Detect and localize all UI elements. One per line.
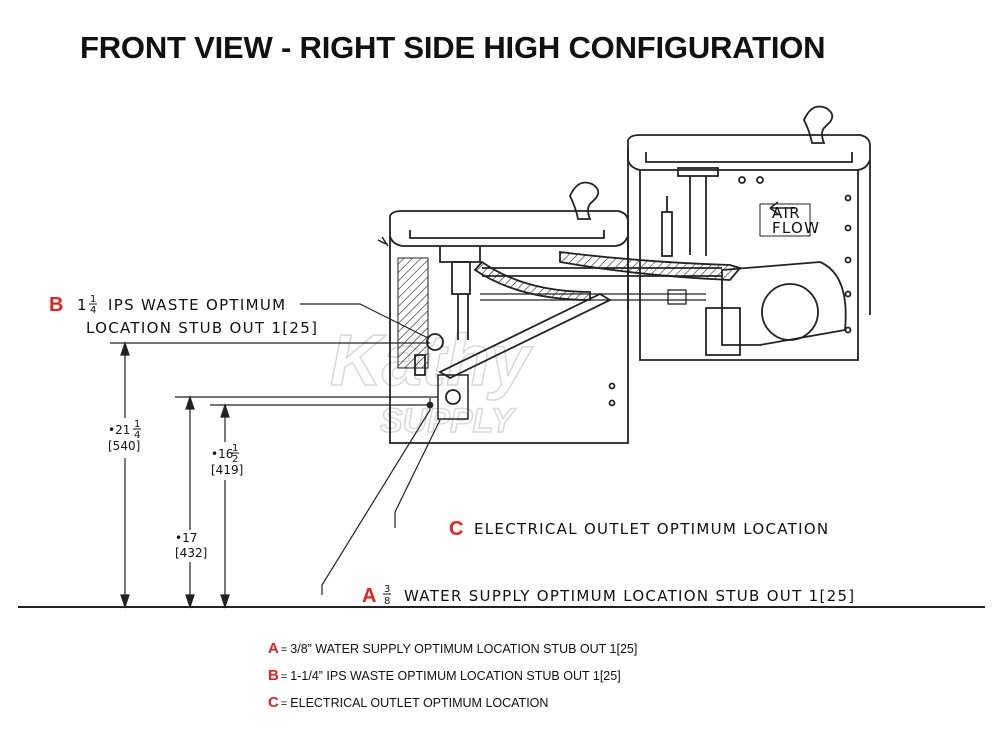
air-flow-label-1: AIR [772, 204, 801, 222]
dimension-21-label: •21 1 4 [540] [104, 418, 150, 458]
legend-eq-c: = [280, 698, 288, 710]
dimension-16-label: •16 1 2 [419] [208, 442, 252, 480]
diagram-title: FRONT VIEW - RIGHT SIDE HIGH CONFIGURATI… [80, 30, 826, 65]
callout-b-line2: LOCATION STUB OUT 1[25] [86, 319, 318, 337]
legend-eq-a: = [280, 644, 288, 656]
legend: A=3/8” WATER SUPPLY OPTIMUM LOCATION STU… [268, 640, 637, 721]
callout-b-size-den: 4 [90, 305, 96, 316]
legend-letter-b: B [268, 667, 279, 684]
dimension-16-whole: •16 [211, 447, 233, 461]
dimension-lines [110, 341, 438, 609]
callout-a-text: WATER SUPPLY OPTIMUM LOCATION STUB OUT 1… [404, 587, 855, 605]
dimension-16-metric: [419] [211, 463, 243, 477]
legend-row-a: A=3/8” WATER SUPPLY OPTIMUM LOCATION STU… [268, 640, 637, 667]
low-unit [377, 181, 742, 444]
dimension-17-metric: [432] [175, 546, 207, 560]
dimension-21-whole: •21 [108, 423, 130, 437]
watermark-line2: SUPPLY [380, 402, 517, 440]
legend-letter-a: A [268, 640, 279, 657]
callout-b-size-whole: 1 [77, 296, 88, 314]
legend-letter-c: C [268, 694, 279, 711]
legend-eq-b: = [280, 671, 288, 683]
high-unit [627, 105, 871, 361]
air-flow-label-2: FLOW [772, 219, 820, 237]
watermark-line1: Kathy [330, 321, 534, 401]
callout-b-letter: B [49, 294, 63, 316]
callout-b: B 1 1 4 IPS WASTE OPTIMUM LOCATION STUB … [49, 294, 318, 337]
dimension-21-den: 4 [134, 430, 140, 441]
dimension-21-num: 1 [134, 419, 140, 430]
dimension-17-label: •17 [432] [172, 530, 212, 562]
dimension-16-num: 1 [232, 443, 238, 454]
callout-c-text: ELECTRICAL OUTLET OPTIMUM LOCATION [474, 520, 829, 538]
callout-a: A 3 8 WATER SUPPLY OPTIMUM LOCATION STUB… [362, 584, 855, 607]
callout-a-size-den: 8 [384, 596, 390, 607]
callout-b-size-num: 1 [90, 294, 96, 305]
dimension-21-metric: [540] [108, 439, 140, 453]
legend-row-c: C=ELECTRICAL OUTLET OPTIMUM LOCATION [268, 694, 637, 721]
callout-b-line1: IPS WASTE OPTIMUM [108, 296, 286, 314]
legend-text-a: 3/8” WATER SUPPLY OPTIMUM LOCATION STUB … [290, 642, 638, 656]
legend-text-b: 1-1/4” IPS WASTE OPTIMUM LOCATION STUB O… [290, 669, 621, 683]
leader-lines [300, 303, 441, 595]
legend-row-b: B=1-1/4” IPS WASTE OPTIMUM LOCATION STUB… [268, 667, 637, 694]
dimension-16-den: 2 [232, 454, 238, 465]
watermark: Kathy SUPPLY [329, 320, 534, 441]
callout-c-letter: C [449, 518, 463, 540]
dimension-17-whole: •17 [175, 531, 197, 545]
callout-c: C ELECTRICAL OUTLET OPTIMUM LOCATION [449, 518, 829, 540]
callout-a-size-num: 3 [384, 584, 390, 595]
legend-text-c: ELECTRICAL OUTLET OPTIMUM LOCATION [290, 696, 549, 710]
callout-a-letter: A [362, 585, 376, 607]
